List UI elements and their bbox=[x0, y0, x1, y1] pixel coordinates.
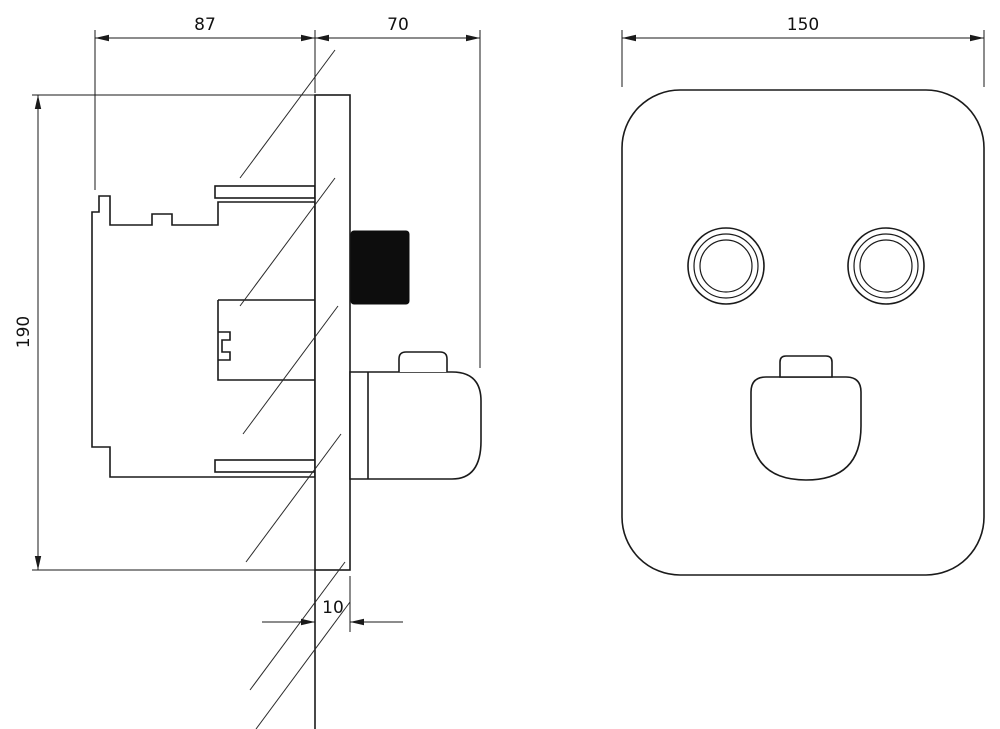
dimension-70: 70 bbox=[315, 15, 480, 42]
clip-detail bbox=[218, 331, 231, 361]
dimension-10: 10 bbox=[262, 598, 403, 626]
dim-label-10: 10 bbox=[322, 598, 344, 618]
side-view bbox=[91, 94, 482, 729]
dim-label-190: 190 bbox=[14, 316, 34, 348]
mixer-housing-outline bbox=[91, 195, 316, 478]
dimension-87: 87 bbox=[95, 15, 315, 42]
thermostat-knob-side bbox=[350, 230, 410, 305]
wall-break-lines bbox=[239, 49, 351, 729]
handle-body-front bbox=[750, 376, 862, 481]
dimension-150: 150 bbox=[622, 15, 984, 42]
front-view bbox=[621, 89, 985, 576]
dim-label-70: 70 bbox=[387, 15, 409, 35]
knob-right-mid-ring bbox=[853, 233, 919, 299]
handle-body-side bbox=[349, 371, 482, 480]
knob-left-inner-ring bbox=[699, 239, 753, 293]
knob-right-inner-ring bbox=[859, 239, 913, 293]
knob-left-outer-ring bbox=[687, 227, 765, 305]
knob-left-front bbox=[687, 227, 765, 305]
handle-tab-front bbox=[779, 355, 833, 378]
dim-label-87: 87 bbox=[194, 15, 216, 35]
mounting-bracket-top bbox=[214, 185, 316, 199]
knob-right-front bbox=[847, 227, 925, 305]
mixer-body-side bbox=[91, 185, 316, 478]
knob-right-outer-ring bbox=[847, 227, 925, 305]
handle-side bbox=[349, 351, 482, 480]
faceplate-front bbox=[621, 89, 985, 576]
dimensions: 87 70 150 190 bbox=[14, 15, 985, 632]
mounting-bracket-bottom bbox=[214, 459, 316, 473]
wall-plate-side bbox=[314, 94, 351, 571]
dimension-190: 190 bbox=[14, 95, 42, 570]
knob-left-mid-ring bbox=[693, 233, 759, 299]
handle-tab-side bbox=[398, 351, 448, 372]
handle-front bbox=[750, 355, 862, 481]
dim-label-150: 150 bbox=[787, 15, 819, 35]
